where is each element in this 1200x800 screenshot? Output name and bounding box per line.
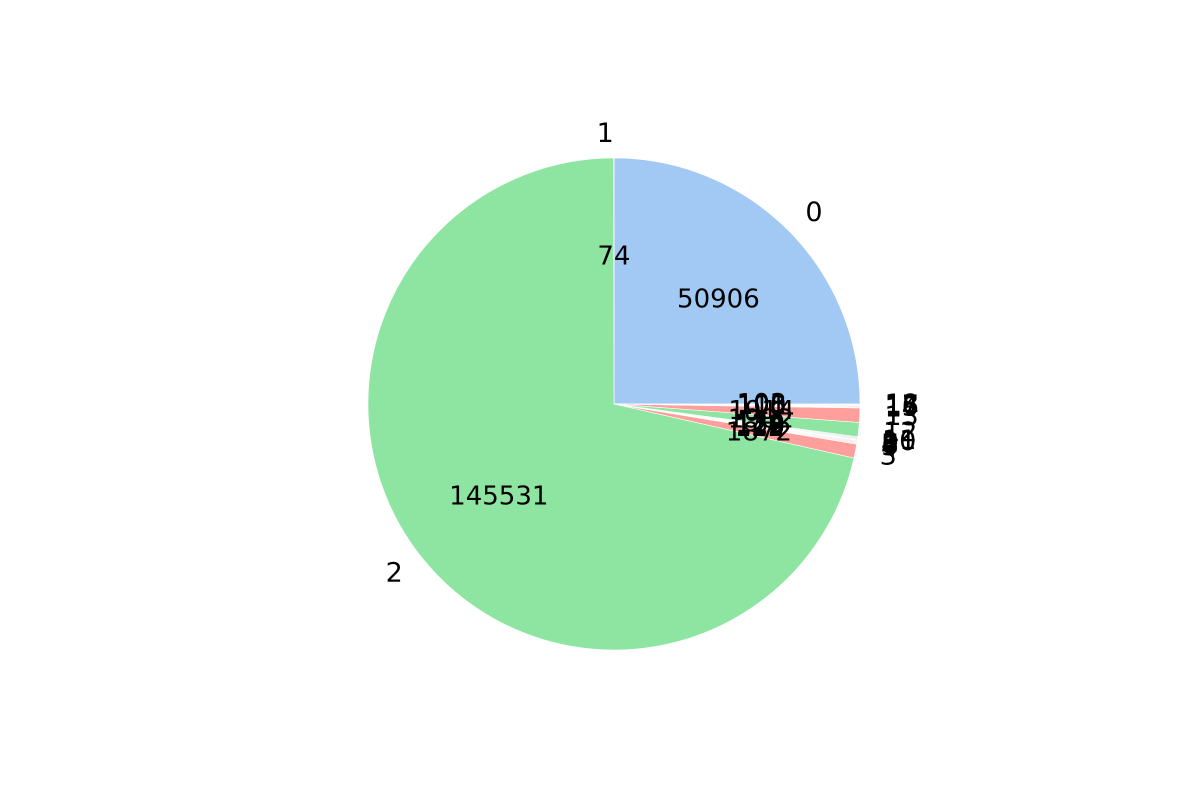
- pie-slice-18: [613, 403, 861, 406]
- slice-value-label-12: 1902: [728, 404, 794, 434]
- slice-category-label-10: 10: [882, 426, 916, 457]
- slice-category-label-11: 11: [882, 425, 916, 456]
- slice-value-label-8: 118: [735, 411, 785, 441]
- slice-category-label-15: 15: [885, 392, 919, 423]
- slice-value-label-3: 1872: [726, 417, 792, 447]
- slice-category-label-4: 4: [881, 432, 898, 463]
- slice-value-label-6: 115: [735, 412, 785, 442]
- slice-value-label-15: 105: [737, 391, 787, 421]
- slice-value-label-10: 124: [735, 410, 785, 440]
- slice-value-label-16: 101: [737, 390, 787, 420]
- slice-category-label-16: 16: [885, 391, 919, 422]
- pie-slices: [367, 157, 861, 651]
- slice-value-label-0: 50906: [677, 285, 760, 315]
- slice-category-label-13: 13: [884, 401, 918, 432]
- slice-category-label-0: 0: [805, 197, 822, 228]
- slice-value-label-17: 108: [737, 390, 787, 420]
- slice-category-label-8: 8: [882, 428, 899, 459]
- slice-value-label-2: 145531: [449, 481, 548, 511]
- slice-category-label-18: 18: [885, 389, 919, 420]
- slice-value-label-7: 112: [735, 411, 785, 441]
- pie-slice-2: [367, 157, 855, 651]
- slice-value-label-1: 74: [597, 241, 630, 271]
- slice-value-label-5: 126: [735, 412, 785, 442]
- slice-value-labels: 50906 74 145531 187212212611511211811912413…: [449, 241, 794, 511]
- slice-value-label-9: 119: [735, 410, 785, 440]
- slice-category-label-2: 2: [386, 558, 403, 589]
- slice-category-label-3: 3: [880, 440, 897, 471]
- slice-value-label-4: 122: [735, 413, 785, 443]
- slice-value-label-18: 103: [737, 389, 787, 419]
- slice-value-label-14: 110: [737, 391, 787, 421]
- pie-slice-0: [613, 157, 861, 405]
- slice-value-label-13: 1914: [728, 396, 794, 426]
- slice-category-label-9: 9: [882, 427, 899, 458]
- slice-value-label-11: 130: [735, 409, 785, 439]
- slice-category-label-17: 17: [885, 390, 919, 421]
- slice-category-label-12: 12: [883, 417, 917, 448]
- slice-category-label-6: 6: [881, 430, 898, 461]
- slice-category-label-5: 5: [881, 431, 898, 462]
- slice-category-label-1: 1: [597, 118, 614, 149]
- slice-category-label-14: 14: [885, 392, 919, 423]
- slice-category-label-7: 7: [882, 429, 899, 460]
